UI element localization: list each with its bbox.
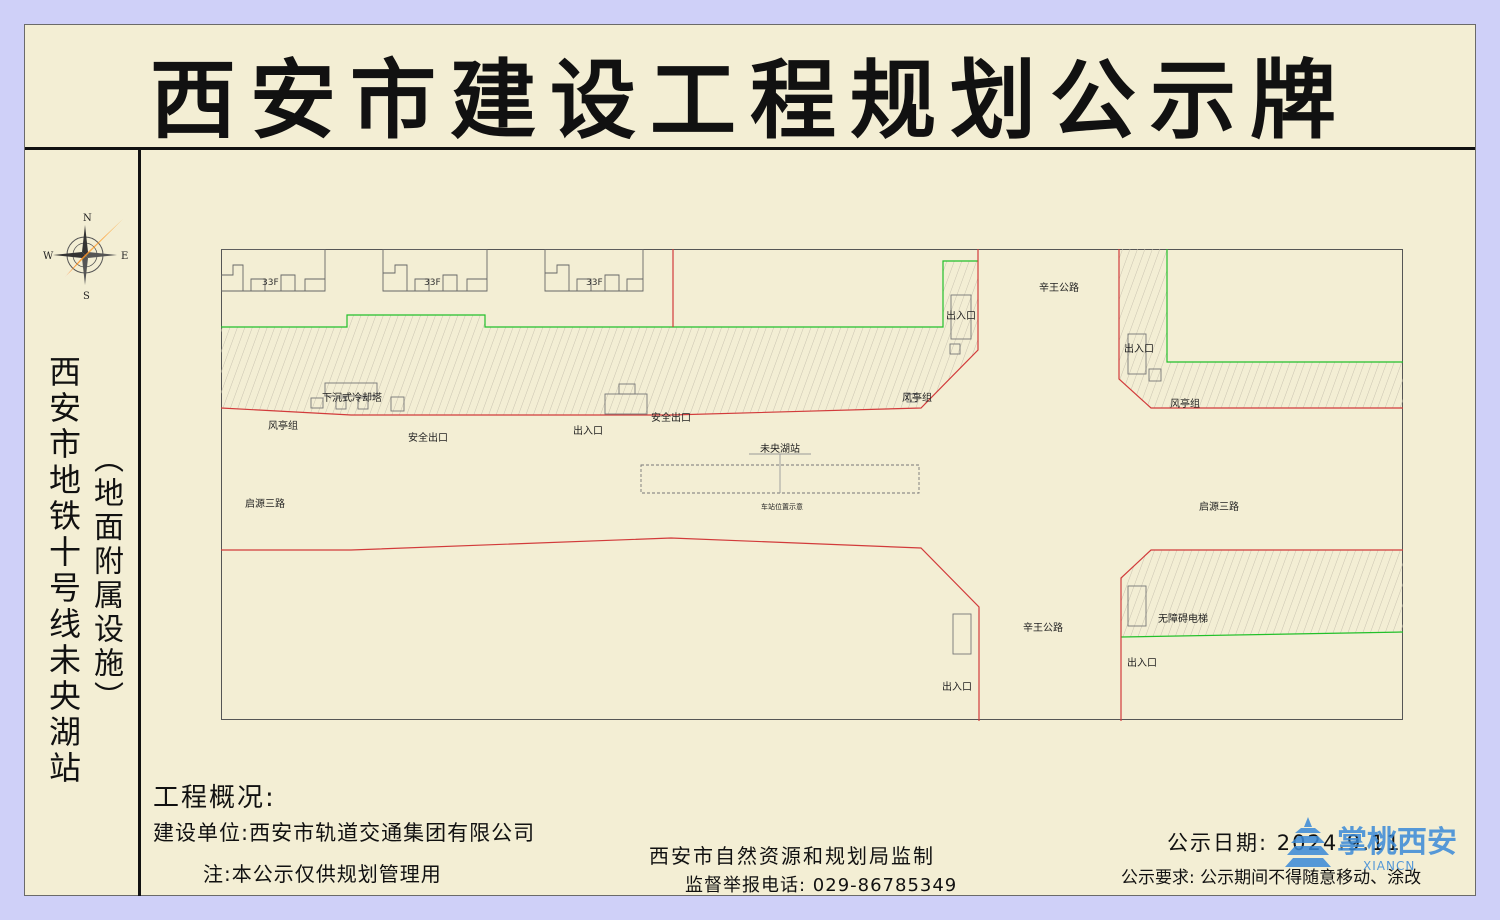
label-safety-exit-mid: 安全出口: [651, 411, 691, 424]
label-wind-left: 风亭组: [268, 419, 298, 432]
station-name-vertical: 西安市地铁十号线未央湖站: [44, 355, 82, 787]
title-divider: [25, 147, 1475, 150]
label-entrance-left: 出入口: [573, 424, 603, 437]
compass-icon: N S E W: [43, 213, 128, 302]
road-qiyuan-right: 启源三路: [1199, 500, 1239, 513]
building-label-3: 33F: [586, 278, 603, 288]
road-xinwang-bottom: 辛王公路: [1023, 621, 1063, 634]
elevator-shape: [1127, 585, 1147, 627]
label-wind-mid: 风亭组: [902, 391, 932, 404]
buildings: [221, 249, 644, 292]
road-xinwang-top: 辛王公路: [1039, 281, 1079, 294]
supervisor-text: 西安市自然资源和规划局监制: [649, 844, 935, 868]
side-divider: [138, 149, 141, 896]
parcel-top-right: [1119, 249, 1403, 408]
red-boundaries: [221, 249, 1403, 721]
compass-n: N: [83, 213, 92, 224]
green-boundary-bottom: [1120, 631, 1403, 638]
facilities: [310, 294, 1162, 655]
watermark-cn: 掌桃西安: [1337, 825, 1457, 860]
building-label-1: 33F: [262, 278, 279, 288]
entrance-bottom-mid-shape: [952, 613, 972, 655]
pagoda-icon: [1285, 817, 1331, 867]
road-qiyuan-left: 启源三路: [245, 497, 285, 510]
label-station: 未央湖站: [760, 442, 800, 455]
compass-s: S: [83, 291, 90, 302]
entrance-top-mid-shape: [950, 294, 972, 340]
compass-w: W: [43, 251, 54, 262]
green-boundary-left: [221, 260, 978, 328]
label-entrance-top-mid: 出入口: [946, 309, 976, 322]
notice-board: 西安市建设工程规划公示牌 N S E W 西安市地铁十号线未央湖站 （地面附属设…: [24, 24, 1476, 896]
parcel-top-left: [221, 261, 978, 415]
building-label-2: 33F: [424, 278, 441, 288]
watermark-en: XIANCN: [1363, 859, 1416, 873]
note-text: 注:本公示仅供规划管理用: [203, 862, 442, 886]
requirement-text: 公示要求: 公示期间不得随意移动、涂改: [1121, 868, 1422, 888]
compass-e: E: [121, 251, 128, 262]
label-safety-exit-left: 安全出口: [408, 431, 448, 444]
label-cooling-tower: 下沉式冷却塔: [322, 391, 382, 404]
board-title: 西安市建设工程规划公示牌: [150, 51, 1350, 151]
label-entrance-bottom-right: 出入口: [1127, 656, 1157, 669]
cooling-tower-shape: [324, 382, 378, 397]
entrance-top-right-shape: [1127, 333, 1147, 375]
label-station-box: 车站位置示意: [761, 502, 803, 511]
plan-labels: 辛王公路 辛王公路 启源三路 启源三路 下沉式冷却塔 风亭组 安全出口 出入口 …: [245, 281, 1239, 693]
label-elevator: 无障碍电梯: [1158, 612, 1208, 625]
watermark: 掌桃西安 XIANCN: [1283, 813, 1469, 885]
building-labels: 33F 33F 33F: [262, 278, 603, 288]
site-plan: 33F 33F 33F 辛王公路 辛王公路: [221, 249, 1403, 721]
project-overview-heading: 工程概况:: [153, 783, 276, 813]
hotline-text: 监督举报电话: 029-86785349: [685, 875, 958, 896]
green-boundary-right: [1166, 249, 1403, 363]
label-entrance-top-right: 出入口: [1124, 342, 1154, 355]
label-entrance-bottom-mid: 出入口: [942, 680, 972, 693]
facility-type-vertical: （地面附属设施）: [88, 443, 123, 715]
builder-text: 建设单位:西安市轨道交通集团有限公司: [153, 821, 536, 845]
label-wind-right: 风亭组: [1170, 397, 1200, 410]
publish-date-text: 公示日期: 2024.9.11: [1167, 831, 1402, 855]
parcel-bottom-right: [1121, 550, 1403, 637]
